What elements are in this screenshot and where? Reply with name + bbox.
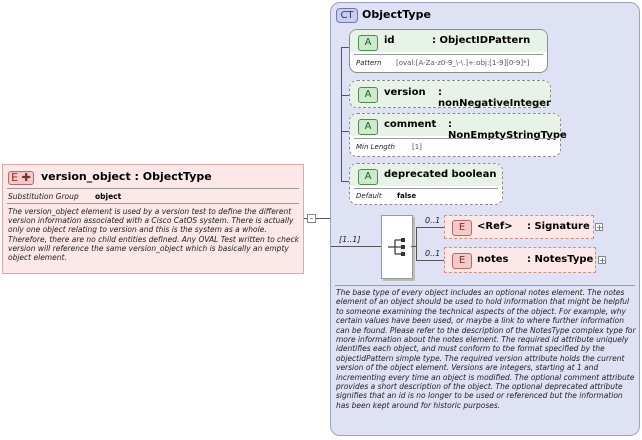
attribute-header-band <box>350 81 550 107</box>
element-title: version_object : ObjectType <box>41 170 212 183</box>
complex-type-title: ObjectType <box>362 8 431 21</box>
divider <box>354 54 543 55</box>
child-connector-line <box>416 227 444 228</box>
attribute-header-band <box>350 30 547 52</box>
child-connector-line <box>416 227 417 260</box>
sequence-icon <box>388 238 405 256</box>
element-description: The version_object element is used by a … <box>8 207 299 263</box>
child-connector-line <box>416 260 444 261</box>
child-element-signature-ref[interactable]: E <Ref> : Signature <box>444 215 594 239</box>
facet-value: [oval:[A-Za-z0-9_\-\.]+:obj:[1-9][0-9]*] <box>396 59 530 67</box>
substitution-group-value: object <box>95 192 122 201</box>
complex-type-description: The base type of every object includes a… <box>336 288 636 410</box>
child-name: <Ref> <box>477 221 513 232</box>
attribute-badge: A <box>358 169 378 185</box>
child-occurrence: 0..1 <box>425 249 441 258</box>
collapse-toggle[interactable]: – <box>307 214 316 223</box>
attribute-comment[interactable]: A comment : NonEmptyStringType Min Lengt… <box>349 113 567 157</box>
element-badge: E <box>452 253 472 269</box>
expand-toggle[interactable]: + <box>598 256 606 265</box>
child-occurrence: 0..1 <box>425 216 441 225</box>
element-badge: E ✚ <box>8 171 34 185</box>
attribute-header-band <box>350 114 560 136</box>
attribute-badge: A <box>358 35 378 51</box>
substitution-group-label: Substitution Group <box>8 192 79 201</box>
divider <box>354 188 498 189</box>
attribute-connector-line <box>341 181 349 182</box>
attribute-name: version <box>384 87 426 98</box>
child-connector-line <box>411 246 416 247</box>
attribute-version[interactable]: A version : nonNegativeInteger <box>349 80 551 109</box>
attribute-deprecated[interactable]: A deprecated : boolean Default false <box>349 163 503 205</box>
child-type: : NotesType <box>527 254 594 265</box>
attribute-type: : boolean <box>444 169 497 180</box>
divider <box>354 138 556 139</box>
attribute-badge: A <box>358 119 378 135</box>
facet-value: false <box>397 192 417 200</box>
attribute-type: : ObjectIDPattern <box>432 35 531 46</box>
attribute-connector-line <box>341 95 349 96</box>
facet-label: Default <box>356 192 382 200</box>
plus-icon: ✚ <box>18 171 31 184</box>
divider <box>7 203 299 204</box>
facet-label: Pattern <box>356 59 382 67</box>
connector-line <box>316 218 330 219</box>
divider <box>7 188 299 189</box>
attribute-type: : NonEmptyStringType <box>448 119 567 141</box>
expand-toggle[interactable]: + <box>595 223 603 232</box>
sequence-connector-line <box>331 246 381 247</box>
attribute-connector-line <box>341 47 349 48</box>
facet-value: [1] <box>412 143 422 151</box>
child-name: notes <box>477 254 509 265</box>
attribute-id[interactable]: A id : ObjectIDPattern Pattern [oval:[A-… <box>349 29 548 73</box>
attribute-name: comment <box>384 119 437 130</box>
attribute-header-band <box>350 164 502 186</box>
complex-type-badge: CT <box>336 8 358 23</box>
attribute-name: deprecated <box>384 169 449 180</box>
sequence-compositor[interactable] <box>381 215 413 279</box>
element-box-version-object[interactable]: E ✚ version_object : ObjectType Substitu… <box>2 164 304 274</box>
complex-type-objecttype[interactable]: CT ObjectType A id : ObjectIDPattern Pat… <box>330 2 640 436</box>
attribute-connector-line <box>341 47 342 181</box>
attribute-connector-line <box>341 131 349 132</box>
child-element-notes[interactable]: E notes : NotesType <box>444 247 596 273</box>
sequence-occurrence: [1..1] <box>339 235 361 244</box>
attribute-type: : nonNegativeInteger <box>438 87 551 109</box>
attribute-badge: A <box>358 87 378 103</box>
element-badge: E <box>452 220 472 236</box>
facet-label: Min Length <box>356 143 395 151</box>
attribute-name: id <box>384 35 395 46</box>
child-type: : Signature <box>527 221 590 232</box>
divider <box>335 285 635 286</box>
